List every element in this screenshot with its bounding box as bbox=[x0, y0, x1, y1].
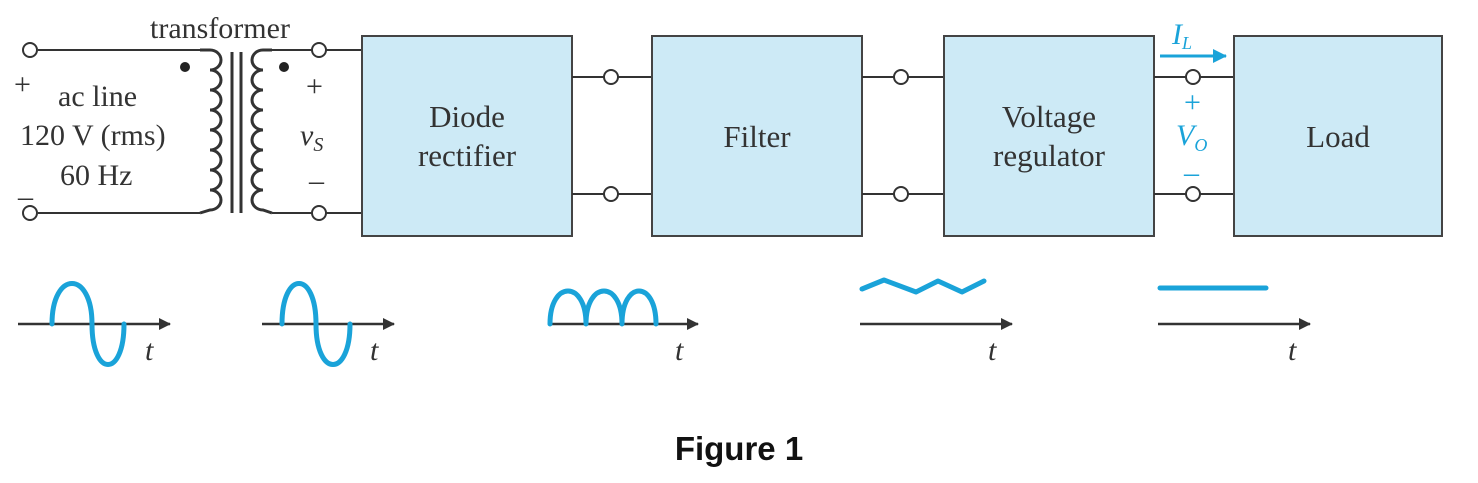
rectifier-filter-link bbox=[572, 69, 652, 202]
time-label: t bbox=[145, 334, 154, 367]
time-label: t bbox=[988, 334, 997, 367]
secondary-plus-sign: + bbox=[306, 70, 323, 103]
waveform-rectified: t bbox=[547, 288, 699, 367]
input-terminal-top bbox=[22, 42, 38, 58]
secondary-terminal-bottom bbox=[311, 205, 327, 221]
source-plus-sign: + bbox=[14, 68, 31, 101]
voltage-regulator-label-line1: Voltage bbox=[1002, 99, 1096, 134]
transformer-label: transformer bbox=[150, 12, 290, 45]
output-minus-sign: – bbox=[1183, 156, 1200, 189]
waveform-regulated: t bbox=[1157, 285, 1311, 367]
load-block: Load bbox=[1233, 35, 1443, 237]
ac-source: + _ ac line 120 V (rms) 60 Hz bbox=[14, 42, 200, 221]
transformer: transformer bbox=[150, 12, 290, 215]
source-label-line1: ac line bbox=[58, 80, 137, 113]
primary-polarity-dot bbox=[180, 62, 190, 72]
filter-label: Filter bbox=[723, 119, 791, 154]
secondary-output: + vS – bbox=[272, 42, 362, 221]
regulator-load-link: IL + VO – bbox=[1154, 18, 1234, 202]
primary-coil bbox=[199, 48, 223, 215]
time-label: t bbox=[370, 334, 379, 367]
input-terminal-bottom bbox=[22, 205, 38, 221]
load-current-label: IL bbox=[1171, 18, 1192, 53]
secondary-minus-sign: – bbox=[308, 164, 325, 197]
ripple-wave bbox=[859, 277, 987, 295]
voltage-regulator-label-line2: regulator bbox=[993, 138, 1106, 173]
source-minus-sign: _ bbox=[17, 170, 34, 203]
secondary-coil bbox=[250, 48, 273, 215]
source-label-line3: 60 Hz bbox=[60, 159, 132, 192]
output-terminal-top bbox=[1185, 69, 1201, 85]
full-wave-rectified-wave bbox=[547, 288, 659, 327]
output-plus-sign: + bbox=[1184, 86, 1201, 119]
waveform-ac-input: t bbox=[18, 281, 171, 367]
diode-rectifier-label-line2: rectifier bbox=[418, 138, 517, 173]
time-label: t bbox=[675, 334, 684, 367]
diode-rectifier-block: Diode rectifier bbox=[361, 35, 573, 237]
source-label-line2: 120 V (rms) bbox=[20, 119, 166, 152]
output-voltage-label: VO bbox=[1176, 119, 1207, 155]
time-label: t bbox=[1288, 334, 1297, 367]
output-terminal-bottom bbox=[1185, 186, 1201, 202]
waveform-filtered: t bbox=[859, 277, 1013, 367]
secondary-terminal-top bbox=[311, 42, 327, 58]
figure-caption: Figure 1 bbox=[674, 430, 804, 467]
voltage-regulator-block: Voltage regulator bbox=[943, 35, 1155, 237]
sine-wave bbox=[279, 281, 353, 367]
diode-rectifier-label-line1: Diode bbox=[429, 99, 505, 134]
secondary-voltage-label: vS bbox=[300, 119, 323, 156]
waveform-ac-secondary: t bbox=[262, 281, 395, 367]
load-label: Load bbox=[1306, 119, 1370, 154]
secondary-polarity-dot bbox=[279, 62, 289, 72]
sine-wave bbox=[49, 281, 127, 367]
filter-block: Filter bbox=[651, 35, 863, 237]
filter-regulator-link bbox=[862, 69, 944, 202]
